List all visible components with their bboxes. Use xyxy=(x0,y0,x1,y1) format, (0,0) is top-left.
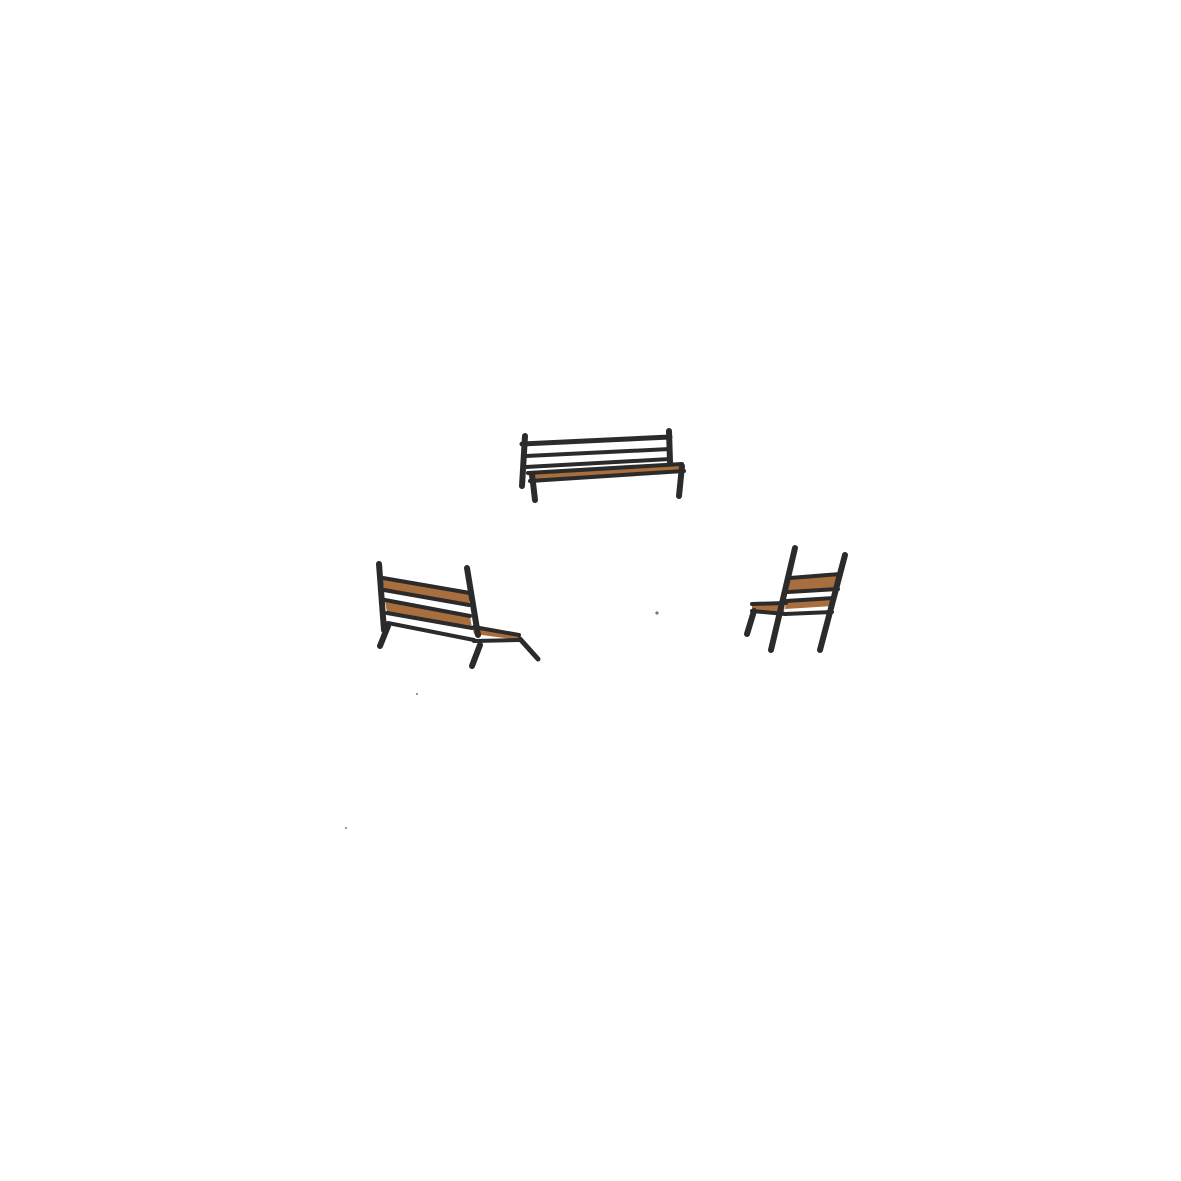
paper-specks xyxy=(345,611,659,829)
right-chair-icon xyxy=(744,545,848,653)
left-bench-icon xyxy=(376,561,541,669)
back-bench-icon xyxy=(519,428,686,503)
